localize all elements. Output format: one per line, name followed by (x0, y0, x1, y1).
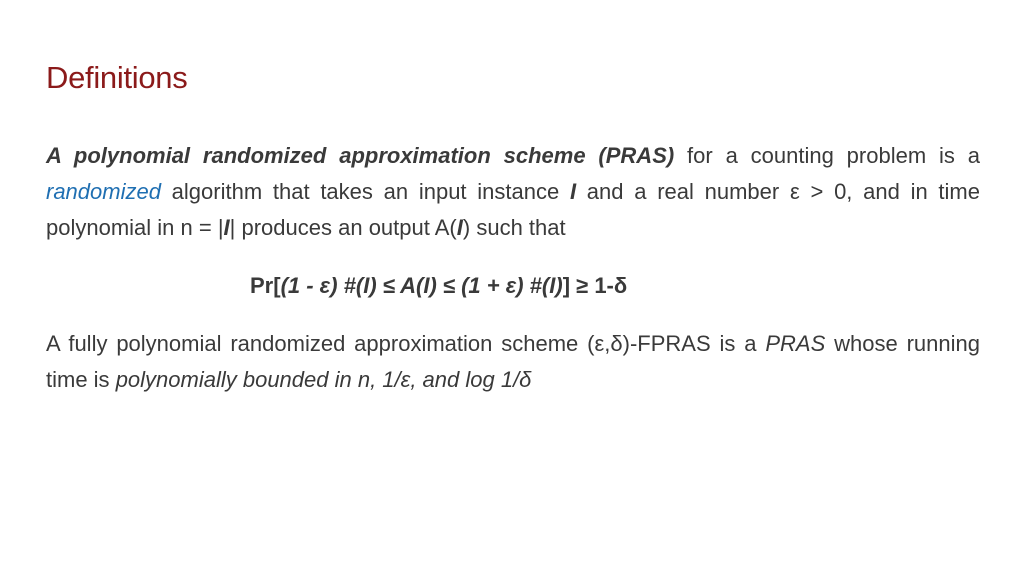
pras-term-italic: PRAS (765, 331, 826, 356)
slide-title: Definitions (46, 60, 188, 95)
instance-variable: I (456, 215, 463, 240)
def1-text-1: for a counting problem is a (674, 143, 980, 168)
def2-text-2: whose running time is (46, 331, 981, 392)
pras-definition: A polynomial randomized approximation sc… (46, 138, 980, 246)
randomized-link[interactable]: randomized (46, 179, 161, 204)
def1-text-2: algorithm that takes an input instance (160, 179, 570, 204)
instance-variable: I (223, 215, 230, 240)
formula-prefix: Pr[ (250, 273, 281, 298)
formula-suffix: ] ≥ 1-δ (562, 273, 628, 298)
formula-body: (1 - ε) #(I) ≤ A(I) ≤ (1 + ε) #(I) (280, 273, 563, 298)
def1-text-3: and a real number ε > 0, and in time pol… (46, 179, 980, 240)
fpras-definition: A fully polynomial randomized approximat… (46, 326, 980, 398)
def2-text-1: A fully polynomial randomized approximat… (46, 331, 766, 356)
pras-term: A polynomial randomized approximation sc… (46, 143, 675, 168)
running-time-bound: polynomially bounded in n, 1/ε, and log … (115, 367, 532, 392)
instance-variable: I (569, 179, 577, 204)
def1-text-5: ) such that (462, 215, 566, 240)
probability-formula: Pr[(1 - ε) #(I) ≤ A(I) ≤ (1 + ε) #(I)] ≥… (250, 268, 627, 304)
def1-text-4: | produces an output A( (229, 215, 457, 240)
